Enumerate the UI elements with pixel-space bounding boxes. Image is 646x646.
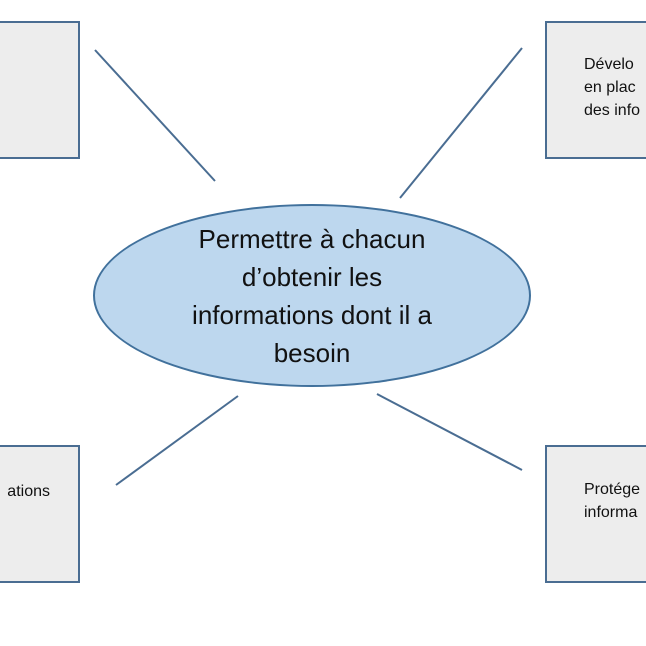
box-bottom-right: Protége informa (545, 445, 646, 583)
box-top-right-line-3: des info (584, 102, 641, 119)
box-bottom-right-line-2: informa (584, 504, 638, 521)
central-ellipse: Permettre à chacun d’obtenir les informa… (93, 204, 531, 387)
box-top-right: Dévelo en plac des info (545, 21, 646, 159)
central-line-3: informations dont il a (192, 299, 432, 330)
box-top-right-line-2: en plac (584, 79, 636, 96)
box-bottom-right-text: Protége informa (584, 478, 640, 524)
box-top-left (0, 21, 80, 159)
box-bottom-left-line-1: ations (7, 483, 50, 500)
connector-bottom-left (115, 395, 239, 486)
central-text: Permettre à chacun d’obtenir les informa… (162, 220, 462, 372)
central-line-4: besoin (273, 337, 351, 368)
connector-top-right (399, 47, 523, 199)
box-top-right-line-1: Dévelo (584, 56, 634, 73)
box-bottom-left-text: ations (7, 480, 50, 503)
connector-bottom-right (376, 393, 523, 471)
central-line-1: Permettre à chacun (198, 223, 426, 254)
box-top-right-text: Dévelo en plac des info (584, 53, 640, 122)
connector-top-left (94, 49, 216, 182)
central-line-2: d’obtenir les (241, 261, 383, 292)
box-bottom-right-line-1: Protége (584, 481, 641, 498)
box-bottom-left: ations (0, 445, 80, 583)
